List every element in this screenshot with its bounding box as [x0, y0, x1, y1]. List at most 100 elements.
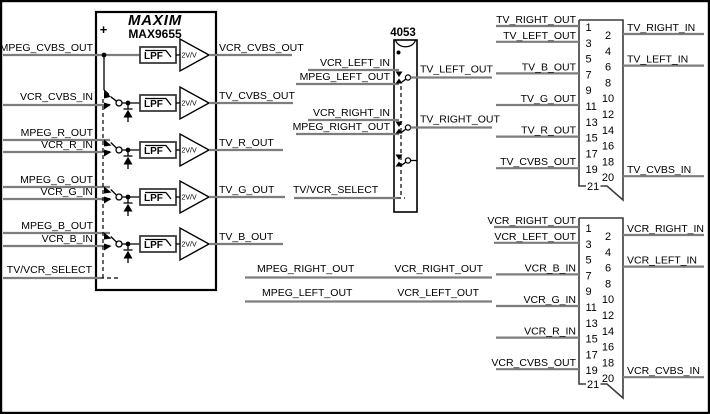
- label-vcr-cvbs-in: VCR_CVBS_IN: [627, 365, 700, 377]
- pin-number: 5: [586, 54, 592, 66]
- channel-cvbs-loopthrough: MPEG_CVBS_OUT LPF 2V/V VCR_CVBS_OUT: [0, 37, 304, 95]
- switch-pole: [404, 74, 412, 81]
- label-vcr-g-in: VCR_G_IN: [523, 294, 576, 306]
- connector-outline: [578, 19, 624, 202]
- mux-switch-left: VCR_LEFT_IN MPEG_LEFT_OUT TV_LEFT_OUT: [296, 57, 494, 86]
- label-tv-vcr-select: TV/VCR_SELECT: [7, 264, 93, 276]
- clamp-diode: [123, 150, 133, 169]
- pin-number: 5: [586, 255, 592, 267]
- label-tv-vcr-select: TV/VCR_SELECT: [293, 184, 379, 196]
- gain-label: 2V/V: [182, 101, 198, 108]
- pin-number: 15: [586, 133, 598, 145]
- max9655-block: MAXIM MAX9655 + MPEG_CVBS_OUT LPF 2V/V V…: [0, 10, 304, 292]
- pin-number: 21: [587, 379, 599, 391]
- plus-marker: +: [100, 22, 108, 37]
- label-mpeg-r-out: MPEG_R_OUT: [21, 127, 94, 139]
- amplifier: [179, 226, 211, 262]
- select-control: TV/VCR_SELECT: [3, 99, 118, 280]
- lpf-label: LPF: [144, 240, 163, 251]
- switch-contact: [104, 139, 112, 147]
- label-mpeg-b-out: MPEG_B_OUT: [21, 220, 93, 232]
- mux-select-control: TV/VCR_SELECT: [293, 86, 405, 200]
- label-tv-cvbs-out: TV_CVBS_OUT: [500, 156, 576, 168]
- switch-contact: [104, 186, 112, 194]
- gain-label: 2V/V: [182, 242, 198, 249]
- label-tv-g-out: TV_G_OUT: [521, 93, 577, 105]
- switch-lever: [400, 128, 406, 134]
- switch-lever: [110, 236, 118, 243]
- label-tv-cvbs-in: TV_CVBS_IN: [627, 164, 691, 176]
- switch-contact: [104, 243, 112, 251]
- amplifier: [179, 132, 211, 168]
- label-vcr-r-in: VCR_R_IN: [524, 326, 576, 338]
- switch-pole: [404, 124, 412, 131]
- pin-number: 2: [605, 231, 611, 243]
- pin-number: 3: [586, 239, 592, 251]
- pin-number: 16: [602, 141, 614, 153]
- pin-number: 4: [605, 247, 611, 259]
- pin-number: 14: [602, 326, 614, 338]
- pin-number: 7: [586, 69, 592, 81]
- lpf-label: LPF: [144, 146, 163, 157]
- pin-number: 1: [586, 223, 592, 235]
- lpf-label: LPF: [144, 99, 163, 110]
- label-tv-left-out: TV_LEFT_OUT: [420, 64, 494, 76]
- label-mpeg-left-out: MPEG_LEFT_OUT: [262, 287, 353, 299]
- switch-pole: [115, 146, 123, 154]
- pin-number: 2: [605, 30, 611, 42]
- vcr-scart-connector: 1 3 5 7 9 11 13 15 17 19 2 4 6 8 10 12 1…: [487, 215, 704, 400]
- pin-number: 20: [602, 373, 614, 385]
- gain-label: 2V/V: [182, 148, 198, 155]
- label-tv-g-out: TV_G_OUT: [219, 184, 275, 196]
- amplifier: [179, 85, 211, 121]
- pin-number: 21: [587, 181, 599, 193]
- label-vcr-cvbs-in: VCR_CVBS_IN: [20, 91, 93, 103]
- clamp-diode: [123, 197, 133, 216]
- pin-number: 10: [602, 294, 614, 306]
- channel-blue: MPEG_B_OUT VCR_B_IN LPF 2V/V: [3, 220, 283, 263]
- label-tv-b-out: TV_B_OUT: [219, 231, 274, 243]
- pin-number: 14: [602, 125, 614, 137]
- label-tv-cvbs-out: TV_CVBS_OUT: [219, 90, 295, 102]
- switch-lever: [110, 142, 118, 149]
- pin-number: 18: [602, 156, 614, 168]
- pin-number: 17: [586, 148, 598, 160]
- audio-rename-wires: MPEG_RIGHT_OUT VCR_RIGHT_OUT MPEG_LEFT_O…: [245, 263, 492, 303]
- pin-number: 18: [602, 357, 614, 369]
- pin-number: 19: [586, 164, 598, 176]
- switch-contact: [395, 71, 403, 77]
- label-vcr-left-in: VCR_LEFT_IN: [320, 57, 390, 69]
- label-vcr-right-in: VCR_RIGHT_IN: [627, 223, 704, 235]
- pin-number: 17: [586, 349, 598, 361]
- mux4053-part-number: 4053: [390, 27, 416, 39]
- amplifier: [179, 179, 211, 215]
- label-vcr-g-in: VCR_G_IN: [40, 186, 93, 198]
- label-mpeg-right-out: MPEG_RIGHT_OUT: [293, 121, 391, 133]
- switch-contact: [104, 102, 111, 110]
- label-tv-right-in: TV_RIGHT_IN: [627, 22, 695, 34]
- switch-contact: [104, 91, 111, 99]
- label-tv-right-out: TV_RIGHT_OUT: [496, 14, 577, 26]
- pin-number: 15: [586, 334, 598, 346]
- pin-number: 12: [602, 310, 614, 322]
- pin-number: 16: [602, 342, 614, 354]
- max9655-part-number: MAX9655: [128, 27, 182, 41]
- label-vcr-b-in: VCR_B_IN: [525, 262, 576, 274]
- label-vcr-left-out: VCR_LEFT_OUT: [397, 287, 479, 299]
- label-vcr-cvbs-out: VCR_CVBS_OUT: [219, 42, 304, 54]
- pin-number: 11: [586, 101, 597, 113]
- mux4053-box: [393, 39, 418, 213]
- lpf-label: LPF: [144, 193, 163, 204]
- label-vcr-right-out: VCR_RIGHT_OUT: [394, 263, 483, 275]
- pin-number: 13: [586, 117, 598, 129]
- channel-cvbs-switch: VCR_CVBS_IN LPF 2V/V TV_CVBS_OUT: [3, 85, 295, 122]
- label-mpeg-g-out: MPEG_G_OUT: [20, 174, 94, 186]
- branch-wire: [103, 89, 110, 95]
- pin-number: 6: [605, 62, 611, 74]
- pin-number: 20: [602, 172, 614, 184]
- switch-contact: [104, 149, 112, 157]
- label-vcr-right-out: VCR_RIGHT_OUT: [487, 215, 576, 227]
- label-vcr-left-in: VCR_LEFT_IN: [627, 255, 697, 267]
